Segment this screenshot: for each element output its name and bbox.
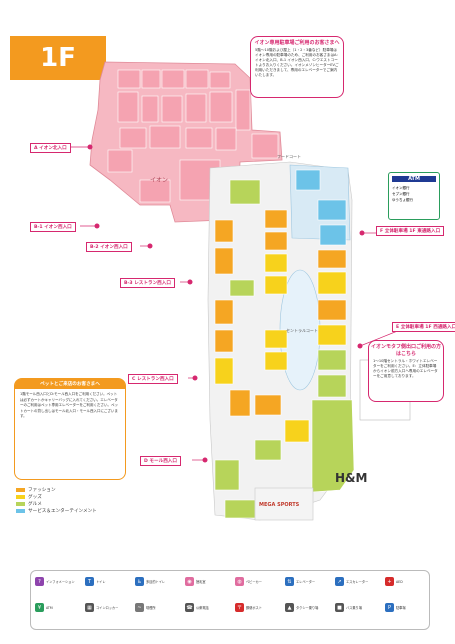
atm-box: ATM イオン銀行 セブン銀行 ゆうちょ銀行: [388, 172, 440, 220]
pet-notice-title: ペットとご来店のお客さまへ: [15, 379, 125, 389]
entrance-f[interactable]: F 立体駐車場 1F 東通路入口: [376, 226, 445, 236]
pet-notice: ペットとご来店のお客さまへ 1階モール西入口とD:モール西入口をご利用ください。…: [14, 378, 126, 480]
legend-info: ?インフォメーション: [35, 577, 75, 586]
locker-icon: ▦: [85, 603, 94, 612]
mega-sports-block: [254, 487, 314, 521]
aeon-label: イオン: [150, 177, 168, 184]
legend-item: グッズ: [16, 493, 97, 500]
accessible-toilet-icon: ♿: [135, 577, 144, 586]
notice-title: イオンモタフ側出口ご利用の方はこちら: [370, 344, 441, 357]
postbox-icon: 〒: [235, 603, 244, 612]
taxi-icon: ▲: [285, 603, 294, 612]
legend-phone: ☎公衆電話: [185, 603, 209, 612]
gourmet-blocks: [214, 179, 347, 519]
food-court-label: フードコート: [277, 154, 301, 159]
entrance-a[interactable]: A イオン北入口: [30, 143, 71, 153]
goods-blocks: [214, 253, 347, 443]
entrance-b3[interactable]: B-3 レストラン西入口: [120, 278, 175, 288]
stroller-icon: ◍: [235, 577, 244, 586]
legend-escalator: ↗エスカレーター: [335, 577, 368, 586]
phone-icon: ☎: [185, 603, 194, 612]
legend-nursing: ◉授乳室: [185, 577, 206, 586]
entrance-c[interactable]: C レストラン西入口: [128, 374, 178, 384]
atm-line: セブン銀行: [392, 192, 410, 196]
entrance-b2[interactable]: B-2 イオン西入口: [86, 242, 132, 252]
legend-atm: ¥ATM: [35, 603, 53, 612]
legend-aed: +AED: [385, 577, 403, 586]
atm-icon: ¥: [35, 603, 44, 612]
entrance-d[interactable]: D モール西入口: [140, 456, 181, 466]
east-exit-notice: イオンモタフ側出口ご利用の方はこちら 1〜10階セントラル・ホワイトエレベーター…: [368, 340, 444, 402]
aeon-parking-notice: イオン専用駐車場ご利用のお客さまへ 5階〜10階および屋上（1・2・3番など）駐…: [250, 36, 344, 98]
h-and-m-label: H&M: [335, 471, 367, 485]
legend-accessible-toilet: ♿多目的トイレ: [135, 577, 165, 586]
notice-body: 5階〜10階および屋上（1・2・3番など）駐車場はイオン専用の駐車場のため、ご利…: [255, 48, 339, 77]
legend-item: ファッション: [16, 486, 97, 493]
legend-smoking: ~喫煙所: [135, 603, 156, 612]
aed-icon: +: [385, 577, 394, 586]
h-and-m-block: [311, 399, 355, 493]
info-icon: ?: [35, 577, 44, 586]
bus-icon: ■: [335, 603, 344, 612]
smoking-icon: ~: [135, 603, 144, 612]
entrance-e[interactable]: E 立体駐車場 1F 西通路入口: [392, 322, 455, 332]
entrance-b1[interactable]: B-1 イオン西入口: [30, 222, 76, 232]
aeon-store-blocks: [107, 69, 279, 203]
atm-title: ATM: [392, 176, 436, 182]
legend-elevator: ⇅エレベーター: [285, 577, 315, 586]
atm-line: イオン銀行: [392, 186, 410, 190]
category-legend: ファッション グッズ グルメ サービス＆エンターテインメント: [16, 486, 97, 514]
escalator-icon: ↗: [335, 577, 344, 586]
legend-stroller: ◍ベビーカー: [235, 577, 262, 586]
mega-sports-label: MEGA SPORTS: [259, 502, 300, 508]
floor-badge: 1F: [10, 36, 106, 80]
notice-title: イオン専用駐車場ご利用のお客さまへ: [254, 40, 340, 46]
elevator-icon: ⇅: [285, 577, 294, 586]
notice-body: 1〜10階セントラル・ホワイトエレベーターをご利用ください。E：立体駐車場からイ…: [373, 359, 438, 378]
nursing-room-icon: ◉: [185, 577, 194, 586]
legend-taxi: ▲タクシー乗り場: [285, 603, 318, 612]
pet-notice-body: 1階モール西入口とD:モール西入口をご利用ください。ペットは必ずカートかキャリー…: [20, 392, 118, 418]
fashion-blocks: [214, 209, 347, 417]
legend-bus: ■バス乗り場: [335, 603, 362, 612]
atm-line: ゆうちょ銀行: [392, 198, 413, 202]
legend-item: グルメ: [16, 500, 97, 507]
legend-locker: ▦コインロッカー: [85, 603, 118, 612]
legend-postbox: 〒郵便ポスト: [235, 603, 262, 612]
toilet-icon: T: [85, 577, 94, 586]
central-court-label: セントラルコート: [286, 327, 318, 333]
legend-item: サービス＆エンターテインメント: [16, 507, 97, 514]
parking-icon: P: [385, 603, 394, 612]
